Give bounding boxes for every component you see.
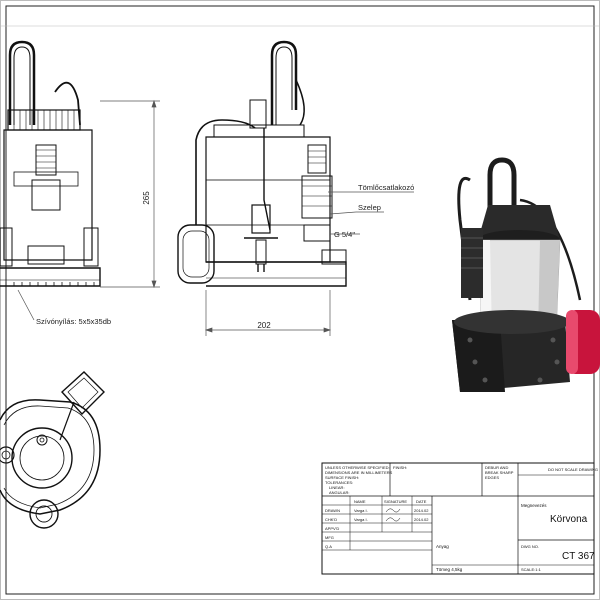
tb-col-name: NAME [354, 499, 366, 504]
tb-row-role: APPV'D [325, 526, 339, 531]
height-dimension [100, 99, 160, 289]
tb-row-name: Varga I. [354, 517, 368, 522]
tb-unless-4: LINEAR: [329, 485, 345, 490]
hose-connector-label: Tömlőcsatlakozó [358, 183, 414, 192]
thread-label: G 5/4" [334, 230, 355, 239]
tb-row-role: Q.A [325, 544, 332, 549]
tb-row-role: CHK'D [325, 517, 337, 522]
tb-col-date: DATE [416, 499, 427, 504]
suction-leader [17, 289, 35, 321]
tb-megnevezes: Megnevezés [521, 503, 547, 508]
tb-do-not-scale: DO NOT SCALE DRAWING [548, 467, 598, 472]
tb-unless-0: UNLESS OTHERWISE SPECIFIED: [325, 465, 390, 470]
top-view [0, 371, 105, 529]
front-view [0, 40, 101, 287]
tb-dwg-no: CT 367 [562, 551, 595, 562]
tb-title: Körvona [550, 514, 588, 525]
tb-anyag: Anyag [436, 544, 449, 549]
width-dim-label: 202 [257, 321, 271, 330]
valve-label: Szelep [358, 203, 381, 212]
pump-3d-render [452, 157, 600, 392]
tb-deburr-2: EDGES [485, 475, 499, 480]
side-view [177, 40, 347, 287]
tb-deburr-0: DEBUR AND [485, 465, 508, 470]
tb-row-date: 2014.02 [414, 508, 429, 513]
tb-unless-3: TOLERANCES: [325, 480, 353, 485]
tb-row-role: DRAWN [325, 508, 340, 513]
tb-row-date: 2014.02 [414, 517, 429, 522]
tb-col-signature: SIGNATURE [384, 499, 407, 504]
tb-row-name: Varga I. [354, 508, 368, 513]
sheet-inner-border [5, 5, 595, 595]
tb-unless-2: SURFACE FINISH: [325, 475, 359, 480]
tb-signature-mark [385, 508, 401, 513]
tb-mass: Tömeg 4,5kg [436, 567, 463, 572]
tb-unless-1: DIMENSIONS ARE IN MILLIMETERS [325, 470, 393, 475]
tb-finish: FINISH: [393, 465, 407, 470]
tb-unless-5: ANGULAR: [329, 490, 349, 495]
height-dim-label: 265 [142, 191, 151, 205]
tb-deburr-1: BREAK SHARP [485, 470, 514, 475]
callout-leaders [328, 191, 414, 235]
tb-row-role: MFG [325, 535, 334, 540]
tb-signature-mark [385, 517, 401, 522]
width-dimension [204, 290, 332, 336]
tb-scale: SCALE:1:1 [521, 567, 542, 572]
suction-label: Szívónyílás: 5x5x35db [36, 317, 111, 326]
tb-dwg-no-label: DWG NO. [521, 544, 539, 549]
title-block: UNLESS OTHERWISE SPECIFIED: DIMENSIONS A… [321, 462, 598, 575]
